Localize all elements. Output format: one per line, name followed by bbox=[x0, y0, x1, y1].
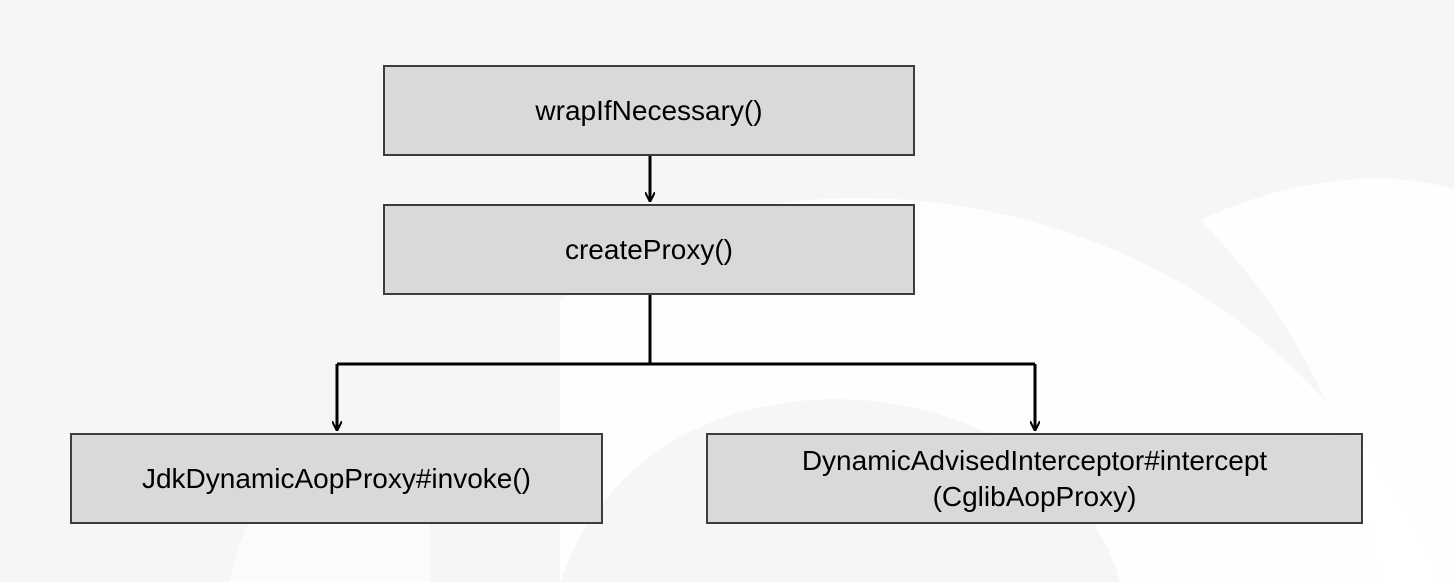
node-label-line2: (CglibAopProxy) bbox=[932, 480, 1137, 512]
node-create-proxy: createProxy() bbox=[383, 204, 915, 295]
node-jdk-dynamic-aop-proxy-invoke: JdkDynamicAopProxy#invoke() bbox=[70, 433, 603, 524]
node-label-line1: DynamicAdvisedInterceptor#intercept bbox=[801, 444, 1268, 476]
node-label: wrapIfNecessary() bbox=[535, 94, 763, 126]
node-dynamic-advised-interceptor: DynamicAdvisedInterceptor#intercept (Cgl… bbox=[706, 433, 1363, 524]
node-wrap-if-necessary: wrapIfNecessary() bbox=[383, 65, 915, 156]
node-label: JdkDynamicAopProxy#invoke() bbox=[141, 462, 532, 494]
background-swoosh-right bbox=[1200, 178, 1454, 582]
node-label: createProxy() bbox=[564, 233, 734, 265]
